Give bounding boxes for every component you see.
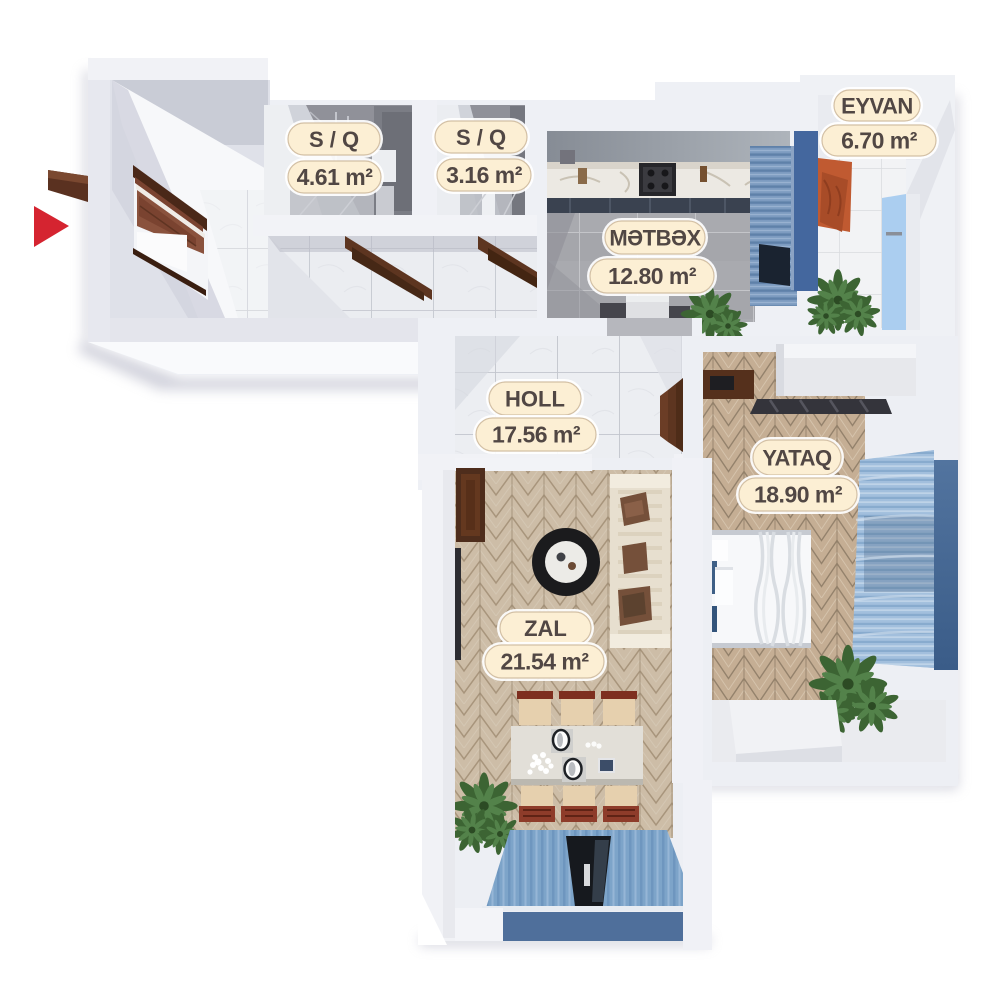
svg-text:S / Q: S / Q [309, 127, 359, 152]
svg-text:HOLL: HOLL [505, 387, 565, 412]
svg-text:YATAQ: YATAQ [762, 446, 832, 471]
svg-text:ZAL: ZAL [524, 616, 567, 641]
svg-text:18.90 m²: 18.90 m² [754, 482, 843, 508]
svg-text:17.56 m²: 17.56 m² [492, 422, 581, 448]
svg-text:EYVAN: EYVAN [841, 94, 913, 119]
svg-text:4.61 m²: 4.61 m² [297, 164, 374, 190]
svg-text:21.54 m²: 21.54 m² [500, 649, 589, 675]
svg-text:6.70 m²: 6.70 m² [841, 128, 918, 154]
svg-text:12.80 m²: 12.80 m² [608, 263, 697, 289]
svg-text:MƏTBƏX: MƏTBƏX [609, 226, 701, 251]
svg-text:3.16 m²: 3.16 m² [446, 162, 523, 188]
svg-text:S / Q: S / Q [456, 125, 506, 150]
